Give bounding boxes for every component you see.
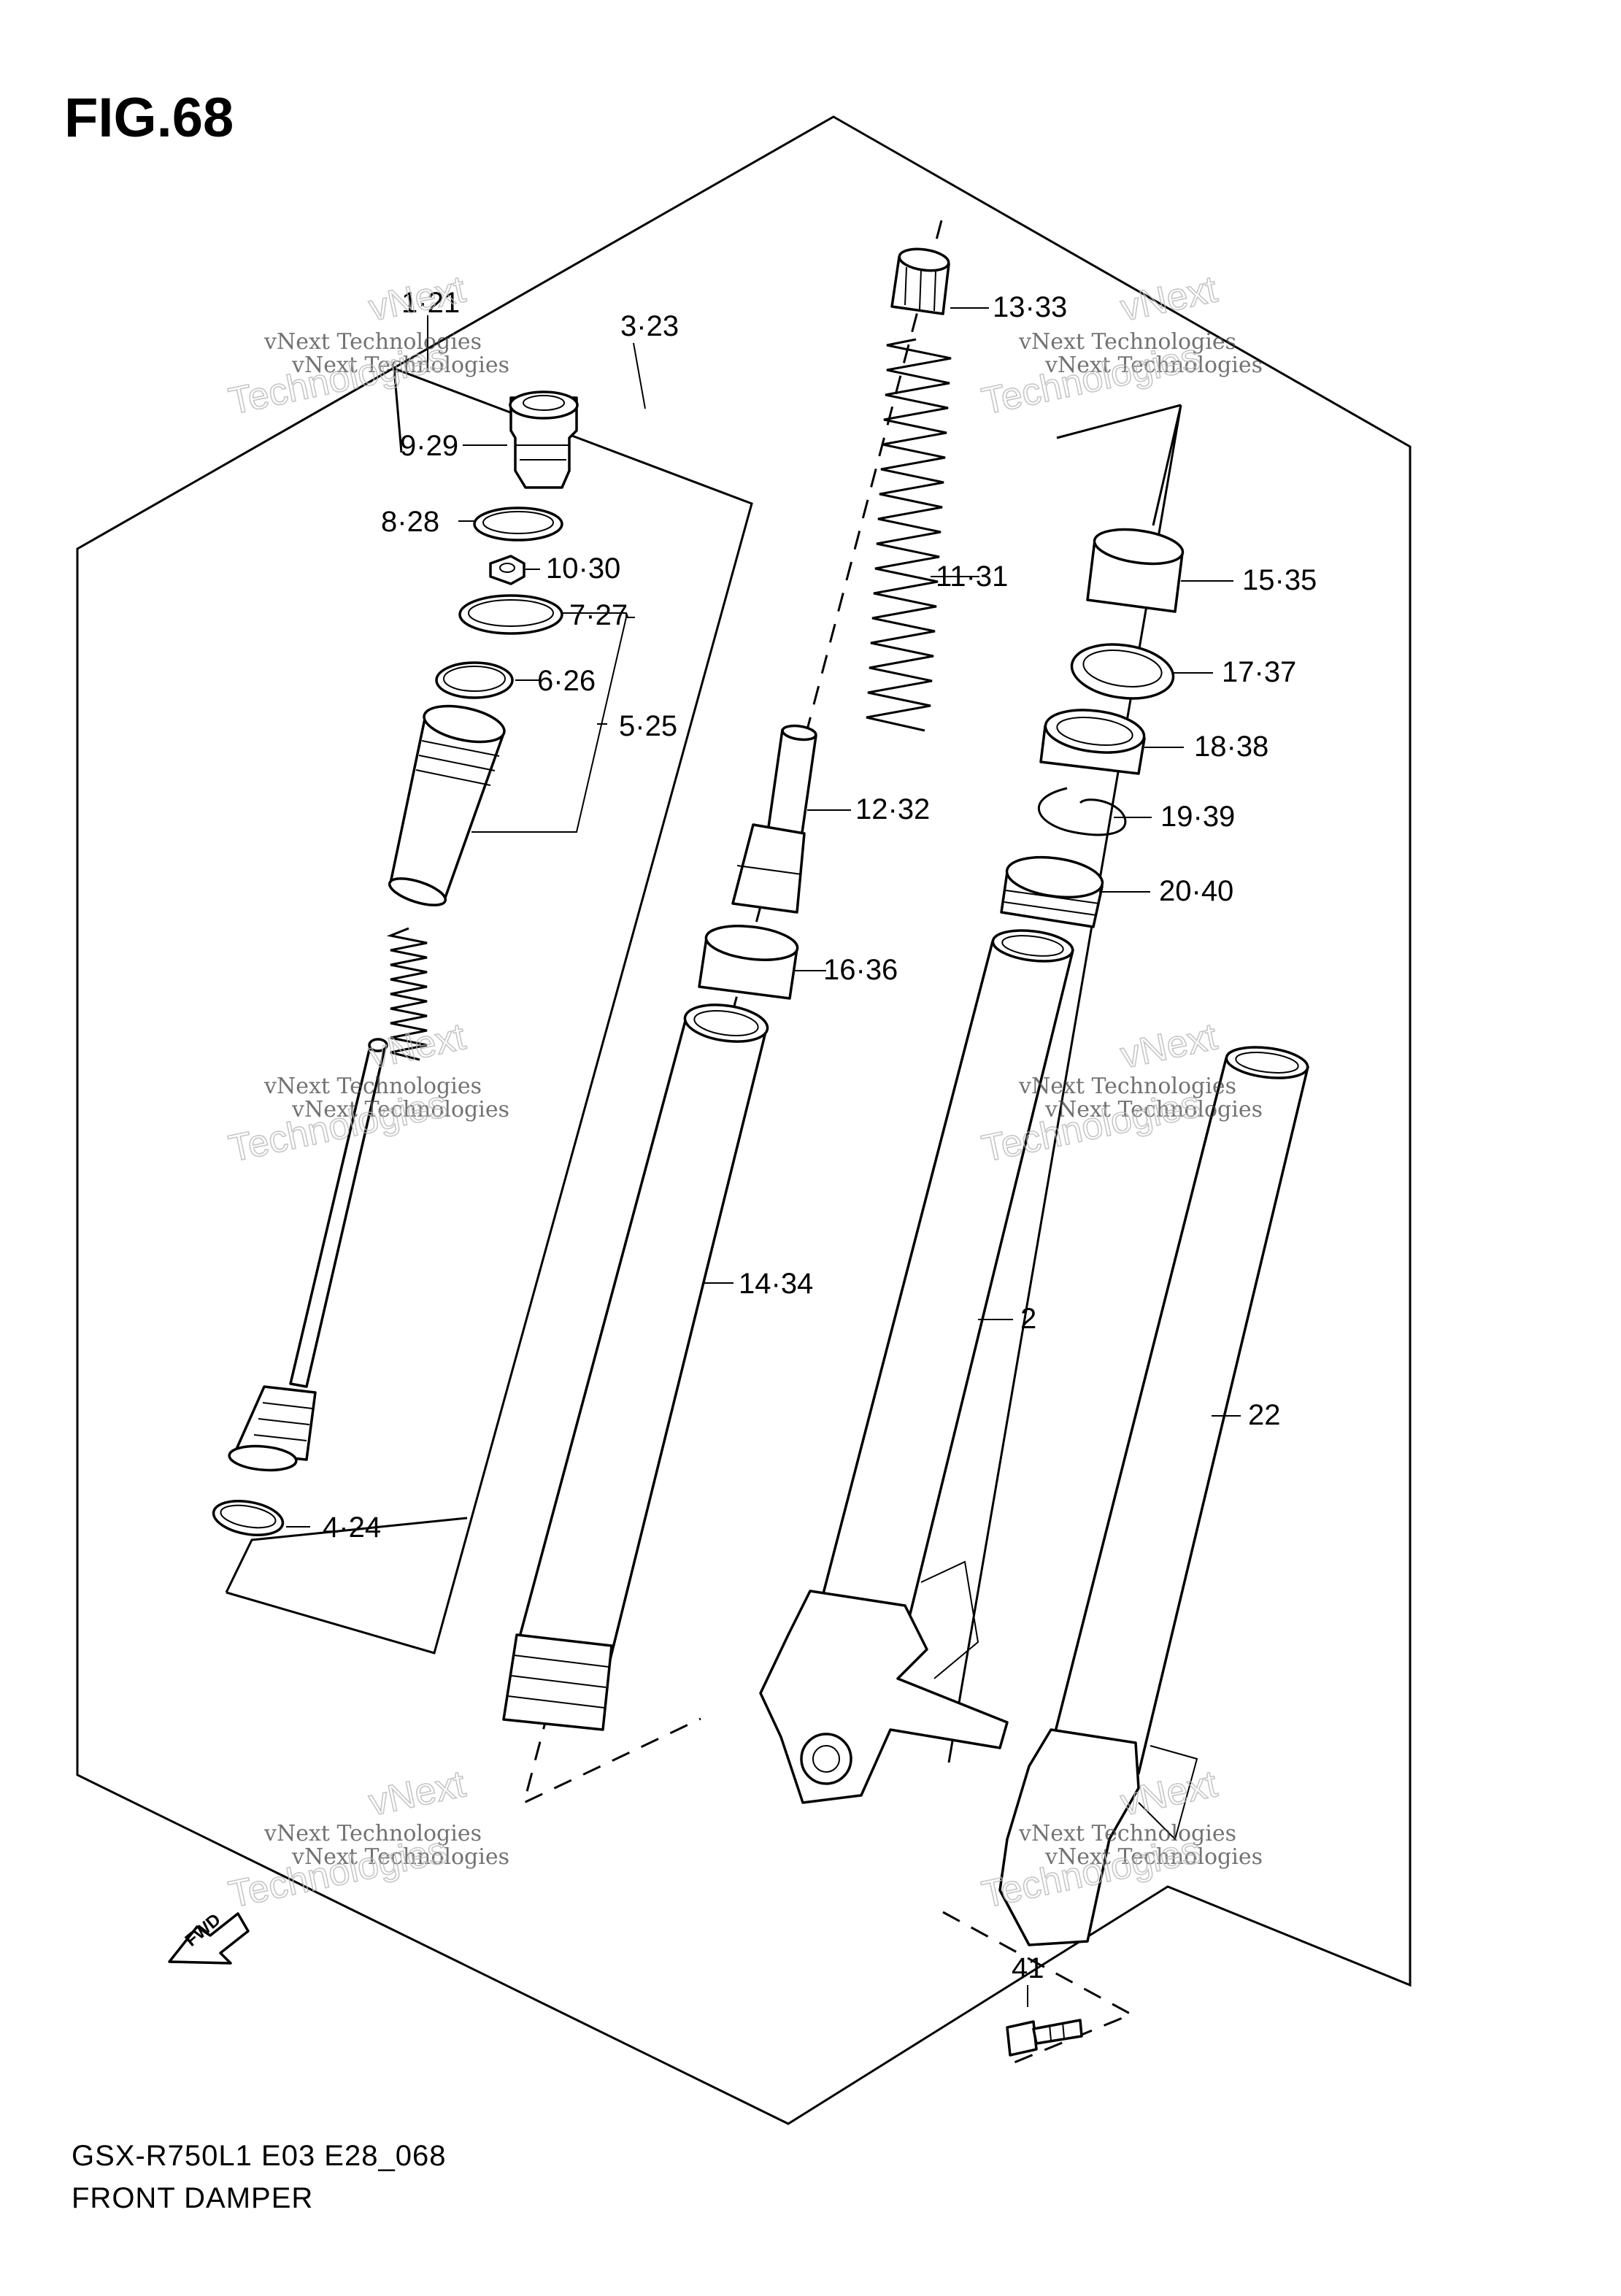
model-code: GSX-R750L1 E03 E28_068: [72, 2140, 447, 2172]
callout-7-27: 7·27: [569, 599, 628, 631]
callout-16-36: 16·36: [823, 954, 898, 986]
piston-ring-inner: [220, 1504, 277, 1529]
clip-part: [1037, 787, 1127, 836]
spacer-pipe-part: [731, 724, 817, 914]
ring-upper-inner: [468, 599, 554, 627]
nut-part: [489, 555, 525, 585]
ring-upper-part: [458, 594, 563, 635]
middle-group-frame: [522, 220, 943, 1805]
svg-text:vNext Technologies: vNext Technologies: [263, 329, 482, 355]
adjuster-part: [890, 247, 950, 315]
callout-17-37: 17·37: [1222, 656, 1296, 688]
outer-tube-left-part: [759, 929, 1074, 1804]
svg-text:vNext Technologies: vNext Technologies: [1018, 1821, 1236, 1846]
callout-20-40: 20·40: [1159, 875, 1233, 907]
inner-tube-part: [502, 1003, 769, 1731]
bushing-right-part: [1086, 528, 1185, 613]
svg-text:vNext Technologies: vNext Technologies: [263, 1821, 482, 1846]
bushing-upper-part: [698, 925, 799, 1000]
callout-2: 2: [1020, 1303, 1036, 1335]
callout-22: 22: [1248, 1399, 1281, 1431]
svg-text:vNext: vNext: [365, 1015, 469, 1076]
svg-text:vNext Technologies: vNext Technologies: [1018, 329, 1236, 355]
figure-name: FRONT DAMPER: [72, 2182, 314, 2214]
watermark-bottom-right: vNext Technologies vNext Technologies Te…: [978, 1762, 1263, 1916]
callout-11-31: 11·31: [936, 560, 1008, 593]
callout-8-28: 8·28: [381, 506, 439, 538]
watermark-top-left: vNext Technologies vNext Technologies Te…: [225, 267, 509, 423]
svg-text:vNext Technologies: vNext Technologies: [291, 1097, 509, 1122]
bolt-part: [1006, 2019, 1083, 2057]
svg-text:vNext: vNext: [365, 268, 469, 329]
svg-text:vNext Technologies: vNext Technologies: [1044, 353, 1263, 378]
svg-text:vNext Technologies: vNext Technologies: [291, 353, 509, 378]
svg-text:vNext: vNext: [1117, 268, 1221, 329]
ring-lower-part: [435, 661, 514, 699]
watermark-mid-left: vNext Technologies vNext Technologies Te…: [225, 1014, 509, 1171]
watermark-bottom-left: vNext Technologies vNext Technologies Te…: [225, 1762, 509, 1916]
svg-text:vNext: vNext: [365, 1763, 469, 1824]
damper-rod-part: [228, 1038, 388, 1472]
outer-frame: [76, 115, 1412, 2125]
leader-lines: [286, 307, 1241, 2007]
left-group-frame: [225, 367, 753, 1654]
outer-tube-right-part: [998, 1046, 1309, 1946]
callout-15-35: 15·35: [1242, 564, 1317, 596]
bolt-group-frame: [942, 1911, 1134, 2067]
cylinder-part: [388, 704, 506, 906]
fwd-arrow-icon: FWD: [168, 1910, 250, 1965]
svg-text:vNext Technologies: vNext Technologies: [1018, 1074, 1236, 1099]
callout-10-30: 10·30: [546, 552, 620, 585]
main-spring-part: [866, 338, 952, 732]
figure-title: FIG.68: [64, 87, 234, 149]
svg-text:vNext: vNext: [1117, 1015, 1221, 1076]
washer-part: [1070, 643, 1175, 700]
right-group-frame: [947, 404, 1182, 1763]
callout-1-21: 1·21: [401, 287, 460, 319]
callout-18-38: 18·38: [1194, 731, 1268, 763]
callout-41: 41: [1012, 1952, 1044, 1984]
small-spring-part: [386, 927, 428, 1061]
o-ring-inner: [482, 511, 554, 534]
svg-text:vNext Technologies: vNext Technologies: [291, 1844, 509, 1870]
oil-seal-part: [1039, 709, 1146, 775]
dust-seal-part: [1000, 855, 1104, 928]
top-cap-part: [509, 390, 579, 489]
ring-lower-inner: [443, 666, 506, 692]
callout-12-32: 12·32: [855, 793, 930, 825]
callout-9-29: 9·29: [400, 430, 458, 462]
callout-4-24: 4·24: [323, 1511, 381, 1544]
callout-3-23: 3·23: [620, 310, 679, 342]
callout-6-26: 6·26: [537, 665, 596, 697]
svg-text:vNext Technologies: vNext Technologies: [1044, 1844, 1263, 1870]
svg-text:vNext Technologies: vNext Technologies: [263, 1074, 482, 1099]
washer-inner: [1082, 650, 1163, 687]
o-ring-part: [473, 506, 563, 542]
callout-5-25: 5·25: [619, 710, 677, 742]
callout-19-39: 19·39: [1160, 801, 1235, 833]
callout-14-34: 14·34: [739, 1268, 813, 1300]
callout-13-33: 13·33: [993, 291, 1067, 323]
svg-text:vNext Technologies: vNext Technologies: [1044, 1097, 1263, 1122]
